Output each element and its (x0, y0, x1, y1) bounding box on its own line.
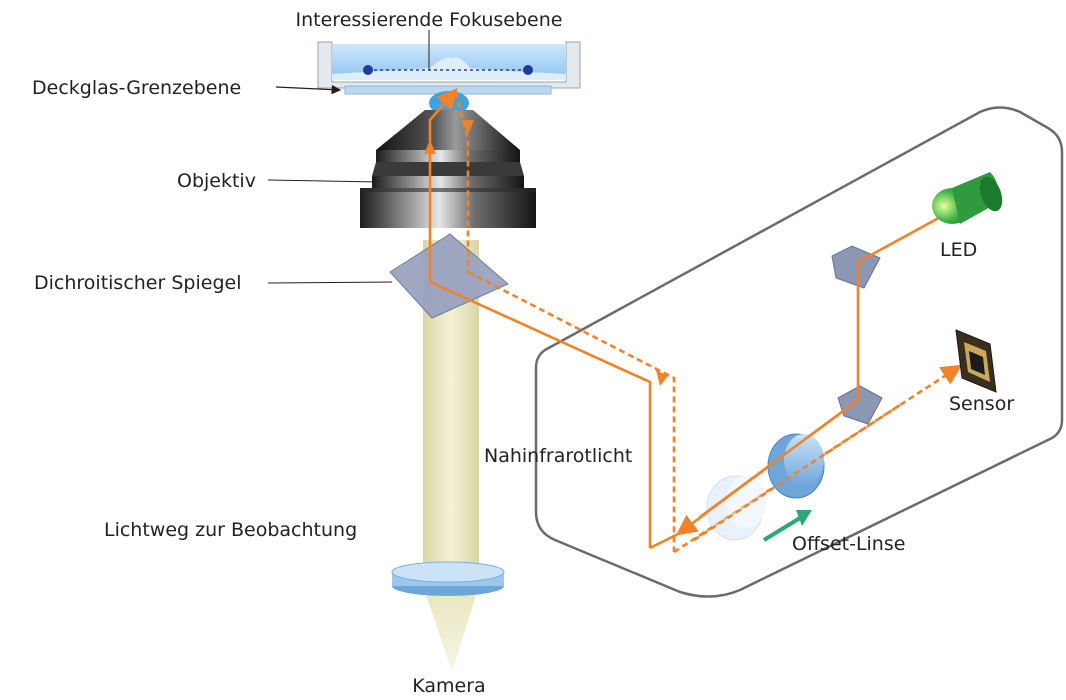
label-dichroic: Dichroitischer Spiegel (34, 272, 241, 294)
label-focal-plane: Interessierende Fokusebene (296, 9, 563, 31)
label-coverslip: Deckglas-Grenzebene (32, 77, 241, 99)
label-sensor: Sensor (949, 393, 1014, 415)
nir-return-path (454, 91, 963, 554)
nir-return-over-lens (693, 403, 901, 542)
led-source (932, 172, 1003, 224)
label-observation-path: Lichtweg zur Beobachtung (104, 519, 357, 541)
label-nir: Nahinfrarotlicht (484, 445, 632, 467)
leader-dichroic (267, 281, 393, 284)
tube-lens (391, 561, 505, 596)
focal-point-right (523, 65, 533, 75)
af-module-housing (534, 106, 1064, 598)
module-mirror-lower (837, 385, 883, 425)
focal-point-left (363, 65, 373, 75)
nir-arrow-return (462, 120, 474, 134)
nir-beam-over-lens (699, 398, 859, 519)
sensor-chip (955, 329, 997, 393)
offset-lens-ghost (706, 475, 766, 541)
nir-arrow-right (656, 370, 668, 386)
label-offset-lens: Offset-Linse (792, 533, 905, 555)
label-camera: Kamera (412, 675, 485, 697)
sample-slide (317, 41, 581, 95)
module-mirror-upper (831, 245, 881, 289)
camera-cone (425, 592, 477, 672)
label-objective: Objektiv (177, 170, 256, 192)
offset-lens (767, 433, 825, 499)
leader-coverslip (275, 84, 342, 95)
dichroic-mirror (389, 233, 509, 319)
objective-lens (360, 91, 536, 228)
label-led: LED (940, 239, 977, 261)
nir-arrow-up (424, 140, 436, 154)
offset-direction-arrow (762, 510, 812, 542)
leader-objective (267, 179, 381, 183)
